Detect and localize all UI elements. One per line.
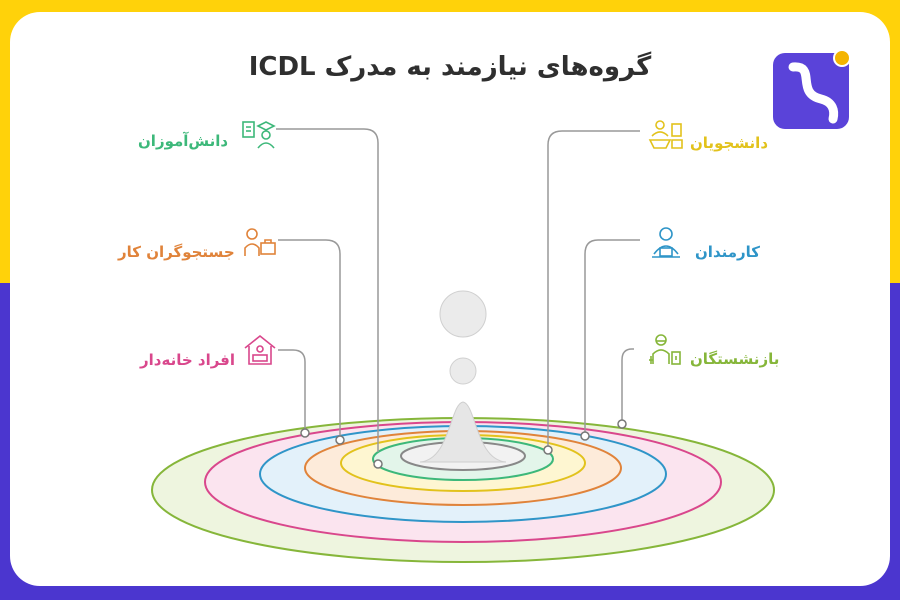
connector-employees <box>584 239 640 436</box>
label-school-students: دانش‌آموزان <box>138 132 229 150</box>
connector-university-students <box>547 130 640 450</box>
logo-dot <box>833 49 851 67</box>
label-homemakers: افراد خانه‌دار <box>140 351 236 369</box>
employee-icon <box>652 227 680 258</box>
label-retirees: بازنشستگان <box>690 350 780 368</box>
job-seeker-icon <box>244 228 276 256</box>
label-employees: کارمندان <box>695 243 761 261</box>
drop-small <box>449 357 477 385</box>
connector-job-seekers <box>278 239 341 439</box>
ripple-diagram <box>151 128 775 563</box>
retiree-icon <box>649 334 681 365</box>
brand-logo <box>773 49 851 129</box>
page-title: گروه‌های نیازمند به مدرک ICDL <box>248 52 652 82</box>
logo-swoosh-icon <box>788 62 839 124</box>
connector-homemakers <box>278 349 306 433</box>
graduate-icon <box>242 121 276 149</box>
student-desk-icon <box>648 120 683 149</box>
connector-school-students <box>276 128 379 452</box>
label-university-students: دانشجویان <box>690 134 769 152</box>
splash-peak <box>419 401 507 463</box>
connector-retirees <box>621 348 634 424</box>
drop-large <box>439 290 487 338</box>
label-job-seekers: جستجوگران کار <box>118 243 235 261</box>
house-laptop-icon <box>244 334 276 365</box>
infographic-card: گروه‌های نیازمند به مدرک ICDL <box>10 12 890 586</box>
